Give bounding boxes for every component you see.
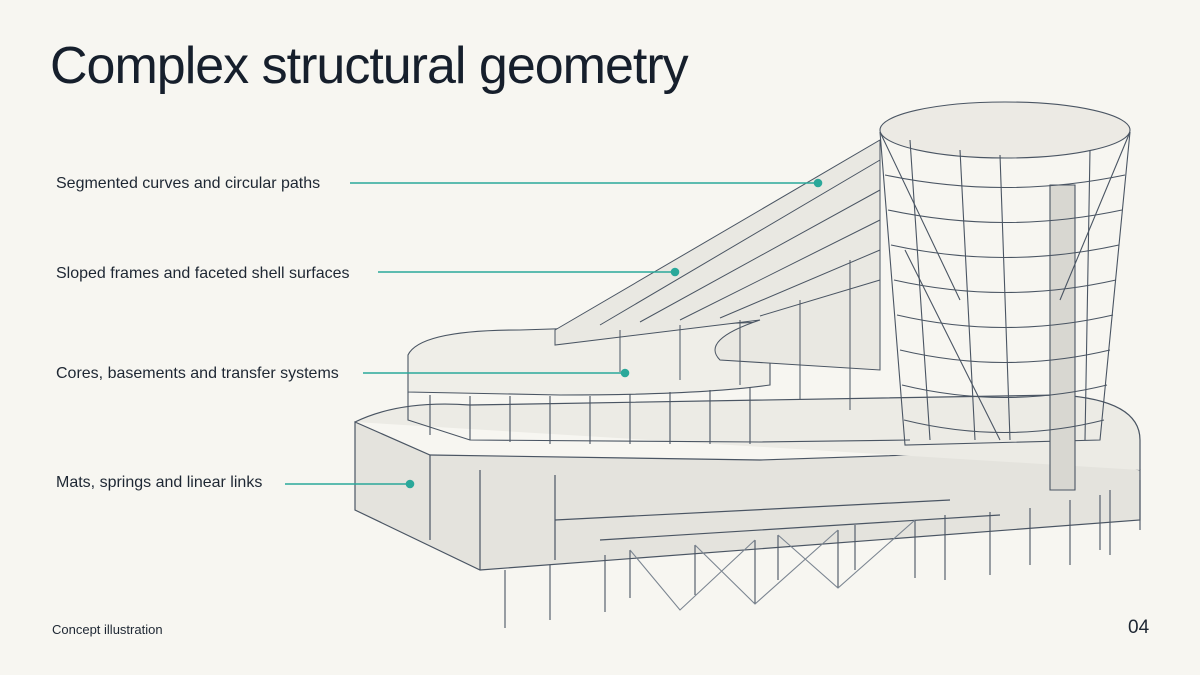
page-number: 04: [1128, 617, 1150, 638]
leader-dot-cores: [620, 368, 630, 378]
callout-label-sloped-frames: Sloped frames and faceted shell surfaces: [56, 265, 350, 282]
callout-label-cores: Cores, basements and transfer systems: [56, 365, 339, 382]
page-title: Complex structural geometry: [50, 37, 689, 95]
sloped-shell: [554, 139, 881, 410]
footer-note: Concept illustration: [52, 622, 163, 637]
cylindrical-tower: [879, 101, 1131, 491]
leader-dot-curves: [813, 178, 823, 188]
callout-leaders: [285, 178, 823, 489]
callout-label-curves: Segmented curves and circular paths: [56, 175, 321, 192]
leader-dot-mats: [405, 479, 415, 489]
leader-dot-sloped-frames: [670, 267, 680, 277]
spring-piles: [504, 480, 1141, 628]
foundation-slab: [354, 394, 1141, 571]
callout-label-mats: Mats, springs and linear links: [56, 474, 263, 491]
